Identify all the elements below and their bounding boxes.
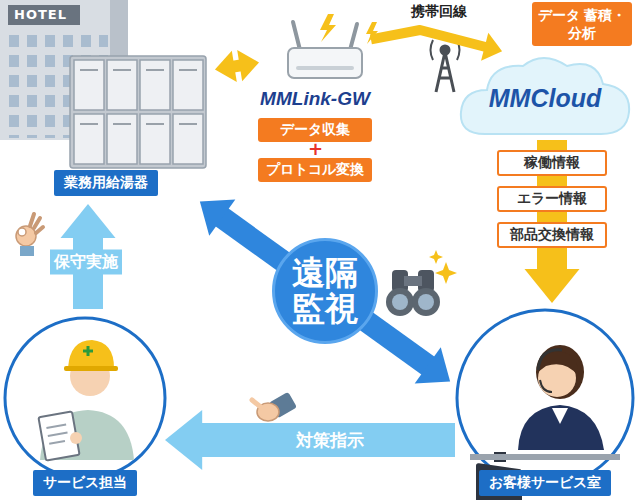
- edge-label: 保守実施: [50, 250, 122, 275]
- function-box: プロトコル変換: [258, 158, 372, 182]
- arrowhead: [525, 269, 580, 303]
- antenna-tower: [431, 40, 460, 92]
- service-room-node: お客様サービス室: [455, 305, 635, 498]
- pointing-hand-icon: [252, 392, 297, 421]
- info-box: 部品交換情報: [497, 222, 607, 248]
- flow-arrow: [215, 50, 259, 82]
- node-label: 業務用給湯器: [54, 170, 158, 196]
- label-disc: 遠隔監視: [272, 238, 378, 344]
- box-text: データ 蓄積・分析: [532, 6, 632, 42]
- box-text: 部品交換情報: [510, 226, 594, 244]
- cloud-node: MMCloud: [455, 52, 635, 138]
- box-text: 稼働情報: [524, 154, 580, 172]
- info-box: 稼働情報: [497, 150, 607, 176]
- edge-label: 遠隔監視: [290, 255, 359, 326]
- arrowhead: [237, 50, 259, 81]
- arrow-shaft: [201, 423, 455, 457]
- flow-arrow: [200, 200, 450, 384]
- binoculars-icon: [386, 250, 457, 316]
- operator-figure: [457, 310, 633, 500]
- logo-text: MMLink-GW: [260, 88, 370, 110]
- plus-symbol: +: [308, 139, 323, 159]
- gateway-node: MMLink-GW: [262, 18, 368, 112]
- box-text: エラー情報: [517, 190, 587, 208]
- box-text: プロトコル変換: [266, 161, 364, 179]
- arrow-shaft: [233, 65, 240, 66]
- arrowhead: [415, 347, 450, 383]
- arrowhead: [200, 200, 235, 236]
- arrowhead: [481, 33, 502, 61]
- box-text: データ収集: [280, 121, 350, 139]
- service-worker-figure: [5, 318, 165, 478]
- cloud-function-box: データ 蓄積・分析: [532, 2, 632, 46]
- sign-text: HOTEL: [14, 7, 67, 22]
- arrow-shaft: [371, 30, 486, 47]
- water-heater-node: 業務用給湯器: [0, 0, 212, 198]
- gateway-router: [288, 14, 378, 78]
- edge-label: 対策指示: [292, 427, 368, 454]
- node-label: お客様サービス室: [479, 470, 611, 496]
- arrowhead: [165, 410, 202, 470]
- ok-hand-icon: [16, 214, 43, 256]
- node-label: サービス担当: [33, 470, 137, 496]
- service-staff-node: サービス担当: [5, 315, 165, 498]
- flow-arrow: [165, 410, 455, 470]
- logo-text: MMCloud: [489, 78, 601, 113]
- arrowhead: [215, 51, 237, 82]
- arrow-shaft: [221, 217, 428, 366]
- arrowhead: [61, 204, 116, 238]
- flow-arrow: [371, 30, 502, 61]
- edge-label: 携帯回線: [408, 2, 470, 22]
- water-heater-units: [70, 56, 206, 168]
- info-box: エラー情報: [497, 186, 607, 212]
- cloud-outline: [461, 58, 629, 134]
